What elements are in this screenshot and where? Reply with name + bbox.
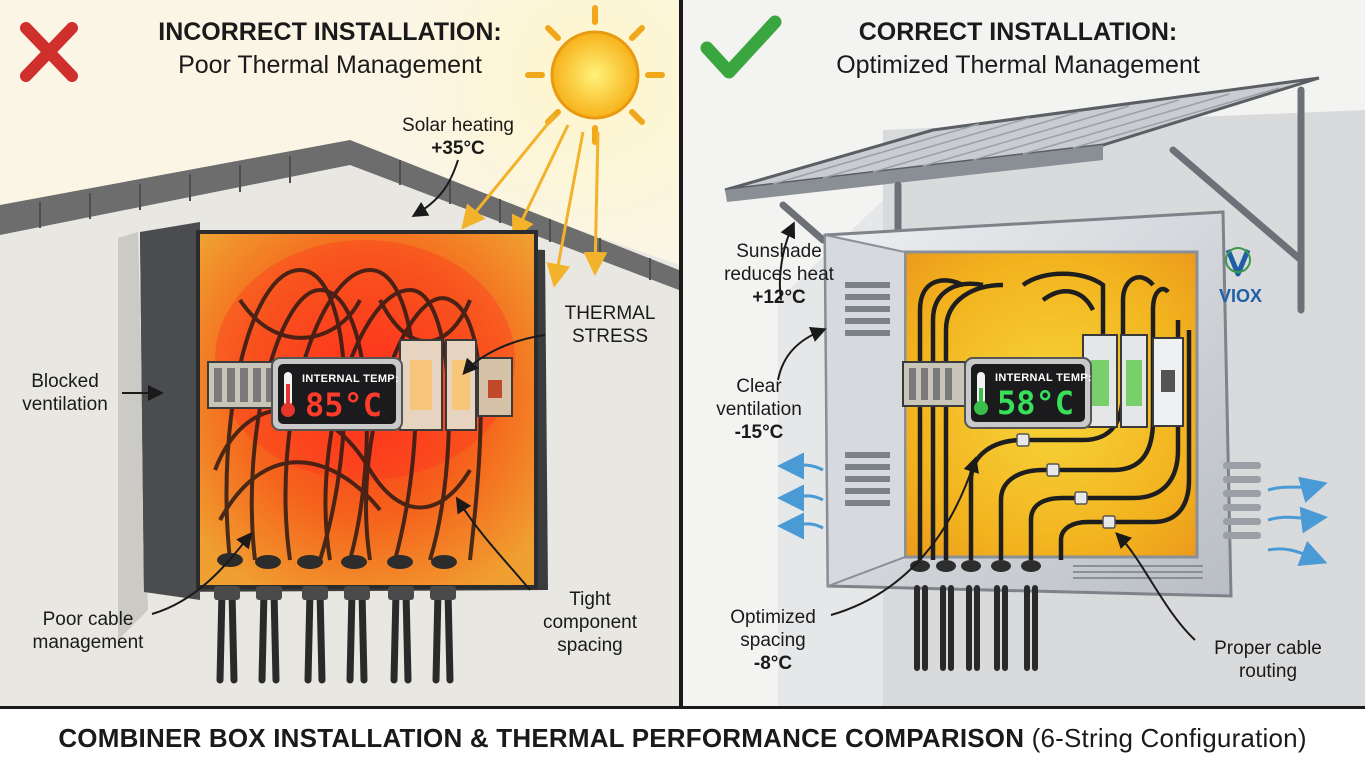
- cross-icon: [20, 22, 78, 82]
- internal-temp-display: INTERNAL TEMP: 85°C: [271, 357, 403, 431]
- sunshade-value: +12°C: [752, 287, 806, 308]
- hot-combiner-box: [140, 222, 548, 684]
- internal-temp-display: INTERNAL TEMP: 58°C: [964, 357, 1092, 429]
- thermometer-icon: [974, 372, 988, 415]
- solar-heating-callout: Solar heating +35°C: [378, 114, 538, 160]
- correct-installation-panel: INTERNAL TEMP: 58°C VIOX: [683, 0, 1365, 706]
- tight-spacing-line3: spacing: [557, 635, 623, 656]
- fuse-holders: [399, 339, 513, 431]
- clear-ventilation-line1: Clear: [736, 376, 782, 397]
- footer-caption: COMBINER BOX INSTALLATION & THERMAL PERF…: [0, 706, 1365, 768]
- optimized-spacing-line2: spacing: [740, 630, 806, 651]
- tight-spacing-line2: component: [542, 612, 637, 633]
- footer-title: COMBINER BOX INSTALLATION & THERMAL PERF…: [0, 723, 1365, 754]
- panel-divider: [679, 0, 683, 706]
- temp-value: 58°C: [997, 384, 1074, 422]
- callout-arrows: [777, 221, 1196, 641]
- thermal-stress-line1: THERMAL: [564, 303, 656, 324]
- incorrect-subtitle: Poor Thermal Management: [178, 51, 482, 79]
- thermal-stress-callout: THERMAL STRESS: [540, 302, 679, 348]
- clear-ventilation-value: -15°C: [734, 422, 784, 443]
- incorrect-installation-illustration: INTERNAL TEMP: 85°C: [0, 0, 679, 706]
- blocked-ventilation-line1: Blocked: [31, 371, 99, 392]
- brand-name: VIOX: [1219, 286, 1262, 306]
- proper-cable-callout: Proper cable routing: [1193, 637, 1343, 683]
- roof: [0, 140, 679, 290]
- optimized-spacing-callout: Optimized spacing -8°C: [713, 606, 833, 675]
- viox-logo: VIOX: [1219, 247, 1262, 306]
- tight-spacing-line1: Tight: [569, 589, 611, 610]
- thermometer-icon: [281, 372, 295, 417]
- exit-cables: [216, 588, 454, 684]
- fuse-holders: [1082, 334, 1184, 428]
- clear-ventilation-line2: ventilation: [716, 399, 802, 420]
- sunshade-panel: [724, 76, 1320, 314]
- airflow-arrows: [777, 452, 1328, 567]
- terminal-block: [902, 361, 966, 407]
- solar-ray-arrows: [461, 114, 608, 288]
- correct-subtitle: Optimized Thermal Management: [836, 51, 1200, 79]
- clear-ventilation-callout: Clear ventilation -15°C: [699, 375, 819, 444]
- correct-title: CORRECT INSTALLATION:: [858, 18, 1178, 46]
- cable-glands: [910, 560, 1041, 572]
- tight-spacing-callout: Tight component spacing: [520, 588, 660, 657]
- optimized-spacing-line1: Optimized: [730, 607, 816, 628]
- sun-icon: [525, 5, 665, 145]
- thermal-stress-line2: STRESS: [571, 326, 649, 347]
- sunshade-callout: Sunshade reduces heat +12°C: [699, 240, 859, 309]
- footer-title-main: COMBINER BOX INSTALLATION & THERMAL PERF…: [58, 723, 1025, 753]
- optimized-spacing-value: -8°C: [753, 653, 793, 674]
- sunshade-line1: Sunshade: [736, 241, 822, 262]
- poor-cable-callout: Poor cable management: [18, 608, 158, 654]
- incorrect-title: INCORRECT INSTALLATION:: [158, 18, 502, 46]
- poor-cable-line2: management: [32, 632, 144, 653]
- poor-cable-line1: Poor cable: [42, 609, 134, 630]
- proper-cable-line2: routing: [1238, 661, 1298, 682]
- callout-arrows: [122, 159, 546, 615]
- exit-cables: [914, 585, 1038, 671]
- solar-heating-value: +35°C: [431, 138, 485, 159]
- temp-label: INTERNAL TEMP:: [995, 372, 1092, 384]
- blocked-ventilation-callout: Blocked ventilation: [8, 370, 122, 416]
- footer-title-config: (6-String Configuration): [1031, 723, 1307, 753]
- correct-installation-illustration: INTERNAL TEMP: 58°C VIOX: [683, 0, 1365, 706]
- check-icon: [700, 15, 782, 79]
- solar-heating-text: Solar heating: [402, 115, 514, 136]
- temp-value: 85°C: [305, 386, 382, 424]
- blocked-ventilation-line2: ventilation: [22, 394, 108, 415]
- proper-cable-line1: Proper cable: [1214, 638, 1322, 659]
- sunshade-line2: reduces heat: [724, 264, 834, 285]
- incorrect-installation-panel: INTERNAL TEMP: 85°C INCORRECT INSTALLATI…: [0, 0, 679, 706]
- terminal-block: [207, 361, 281, 409]
- left-vents: [845, 282, 890, 506]
- organized-cables: [917, 271, 1192, 560]
- right-vents: [1223, 462, 1261, 539]
- temp-label: INTERNAL TEMP:: [302, 373, 399, 385]
